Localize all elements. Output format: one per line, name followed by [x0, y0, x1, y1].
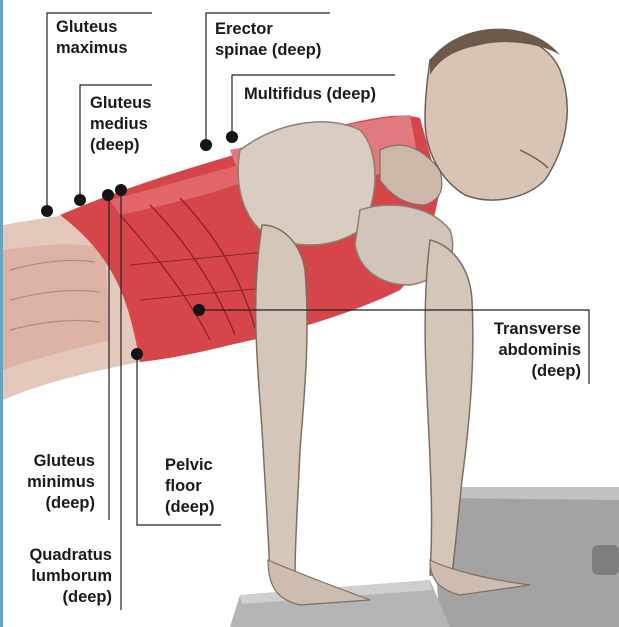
- marker-pelvic-floor: [131, 348, 143, 360]
- marker-gluteus-maximus: [41, 205, 53, 217]
- label-transverse-abdominis: Transverse abdominis (deep): [494, 319, 581, 382]
- label-gluteus-maximus: Gluteus maximus: [56, 17, 128, 59]
- marker-multifidus: [226, 131, 238, 143]
- marker-quadratus-lumborum: [115, 184, 127, 196]
- marker-erector-spinae: [200, 139, 212, 151]
- label-pelvic-floor: Pelvic floor (deep): [165, 455, 215, 518]
- label-erector-spinae: Erector spinae (deep): [215, 19, 321, 61]
- marker-gluteus-minimus: [102, 189, 114, 201]
- marker-transverse-abdominis: [193, 304, 205, 316]
- label-quadratus-lumborum: Quadratus lumborum (deep): [29, 545, 112, 608]
- marker-gluteus-medius: [74, 194, 86, 206]
- label-gluteus-medius: Gluteus medius (deep): [90, 93, 151, 156]
- label-gluteus-minimus: Gluteus minimus (deep): [27, 451, 95, 514]
- label-multifidus: Multifidus (deep): [244, 84, 376, 105]
